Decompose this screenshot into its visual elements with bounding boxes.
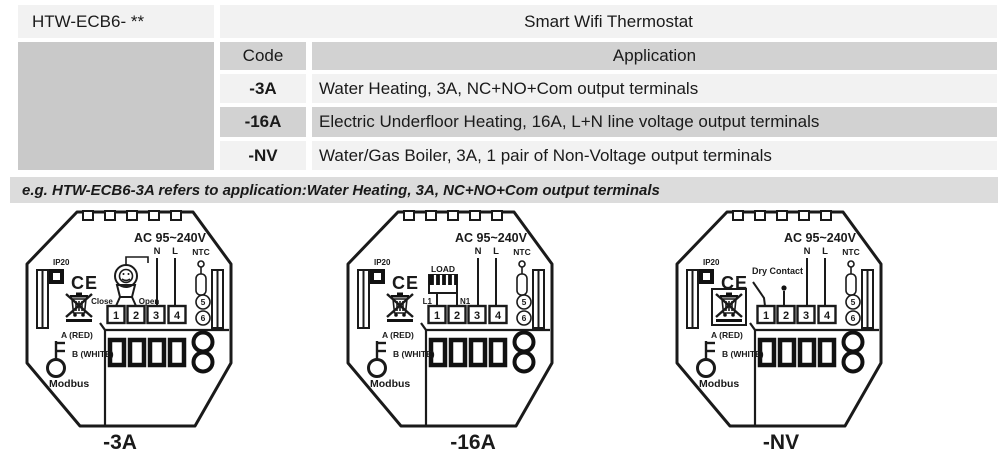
svg-text:IP20: IP20 bbox=[53, 258, 70, 267]
svg-text:1: 1 bbox=[434, 310, 440, 322]
dry-contact-switch-icon: Dry Contact bbox=[752, 266, 803, 307]
ntc-sensor-icon: NTC 5 6 bbox=[192, 247, 211, 326]
svg-text:6: 6 bbox=[201, 313, 206, 323]
svg-text:B (WHITE): B (WHITE) bbox=[722, 349, 764, 359]
load-label: LOAD bbox=[431, 264, 455, 274]
weee-icon bbox=[65, 292, 93, 322]
ce-mark: CE bbox=[392, 273, 419, 293]
terminal-block: 1 2 3 4 bbox=[106, 304, 187, 325]
ip20-mark: IP20 bbox=[370, 258, 391, 284]
svg-text:5: 5 bbox=[522, 297, 527, 307]
ip20-mark: IP20 bbox=[49, 258, 70, 284]
top-notches bbox=[732, 210, 832, 221]
svg-text:3: 3 bbox=[153, 310, 159, 322]
n1-label: N1 bbox=[460, 297, 471, 306]
spec-table: HTW-ECB6- ** Smart Wifi Thermostat Code … bbox=[18, 5, 997, 170]
svg-text:1: 1 bbox=[113, 310, 119, 322]
open-label: Open bbox=[139, 297, 160, 306]
svg-text:Modbus: Modbus bbox=[49, 378, 89, 390]
svg-text:2: 2 bbox=[454, 310, 460, 322]
load-icon: LOAD L1 N1 bbox=[423, 264, 471, 306]
wiring-diagram-16a: AC 95~240V N L 1 2 3 4 NTC 5 6 IP2 bbox=[346, 210, 554, 428]
code-3a: -3A bbox=[220, 74, 306, 103]
terminal-cover-plate bbox=[99, 322, 229, 425]
svg-text:IP20: IP20 bbox=[703, 258, 720, 267]
weee-icon-boxed bbox=[711, 288, 747, 326]
svg-text:NTC: NTC bbox=[513, 247, 530, 257]
neutral-label: N bbox=[154, 246, 161, 257]
weee-icon bbox=[386, 292, 414, 322]
svg-text:NTC: NTC bbox=[842, 247, 859, 257]
wiring-diagram-3a: AC 95~240V N L 1 2 3 4 NTC 5 6 IP2 bbox=[25, 210, 233, 428]
l1-label: L1 bbox=[423, 297, 433, 306]
svg-text:4: 4 bbox=[495, 310, 502, 322]
left-span-cell bbox=[18, 42, 214, 170]
mounting-slots bbox=[357, 269, 545, 329]
svg-text:NTC: NTC bbox=[192, 247, 209, 257]
motorized-valve-icon: Close Open bbox=[91, 256, 160, 307]
application-nv: Water/Gas Boiler, 3A, 1 pair of Non-Volt… bbox=[312, 141, 997, 170]
modbus-connector-icon: A (RED) B (WHITE) Modbus bbox=[46, 330, 114, 390]
line-label: L bbox=[822, 246, 828, 257]
caption-16a: -16A bbox=[450, 431, 496, 454]
svg-text:3: 3 bbox=[474, 310, 480, 322]
top-notches bbox=[403, 210, 503, 221]
mounting-slots bbox=[36, 269, 224, 329]
application-16a: Electric Underfloor Heating, 16A, L+N li… bbox=[312, 107, 997, 137]
line-label: L bbox=[172, 246, 178, 257]
product-title-cell: Smart Wifi Thermostat bbox=[220, 5, 997, 38]
svg-text:Modbus: Modbus bbox=[699, 378, 739, 390]
neutral-label: N bbox=[804, 246, 811, 257]
code-header: Code bbox=[220, 42, 306, 70]
svg-text:5: 5 bbox=[851, 297, 856, 307]
terminal-block: 1 2 3 4 bbox=[756, 304, 837, 325]
svg-text:6: 6 bbox=[851, 313, 856, 323]
svg-text:B (WHITE): B (WHITE) bbox=[72, 349, 114, 359]
ntc-sensor-icon: NTC 5 6 bbox=[842, 247, 861, 326]
svg-text:IP20: IP20 bbox=[374, 258, 391, 267]
svg-text:A (RED): A (RED) bbox=[711, 330, 743, 340]
terminal-block: 1 2 3 4 bbox=[427, 304, 508, 325]
modbus-connector-icon: A (RED) B (WHITE) Modbus bbox=[696, 330, 764, 390]
wiring-diagram-nv: AC 95~240V N L 1 2 3 4 NTC 5 6 IP2 bbox=[675, 210, 883, 428]
code-nv: -NV bbox=[220, 141, 306, 170]
model-cell: HTW-ECB6- ** bbox=[18, 5, 214, 38]
ce-mark: CE bbox=[71, 273, 98, 293]
top-notches bbox=[82, 210, 182, 221]
ac-voltage-label: AC 95~240V bbox=[134, 231, 207, 245]
svg-text:A (RED): A (RED) bbox=[61, 330, 93, 340]
caption-nv: -NV bbox=[762, 431, 800, 454]
mounting-slots bbox=[686, 269, 874, 329]
svg-text:1: 1 bbox=[763, 310, 769, 322]
terminal-cover-plate bbox=[749, 322, 879, 425]
example-note: e.g. HTW-ECB6-3A refers to application:W… bbox=[10, 177, 998, 203]
svg-text:B (WHITE): B (WHITE) bbox=[393, 349, 435, 359]
ac-voltage-label: AC 95~240V bbox=[784, 231, 857, 245]
svg-text:3: 3 bbox=[803, 310, 809, 322]
ip20-mark: IP20 bbox=[699, 258, 720, 284]
svg-text:2: 2 bbox=[133, 310, 139, 322]
svg-text:4: 4 bbox=[824, 310, 831, 322]
svg-text:5: 5 bbox=[201, 297, 206, 307]
svg-text:2: 2 bbox=[783, 310, 789, 322]
caption-3a: -3A bbox=[103, 431, 137, 454]
application-header: Application bbox=[312, 42, 997, 70]
ntc-sensor-icon: NTC 5 6 bbox=[513, 247, 532, 326]
terminal-cover-plate bbox=[420, 322, 550, 425]
line-label: L bbox=[493, 246, 499, 257]
code-16a: -16A bbox=[220, 107, 306, 137]
dry-contact-label: Dry Contact bbox=[752, 266, 803, 276]
ac-voltage-label: AC 95~240V bbox=[455, 231, 528, 245]
svg-text:6: 6 bbox=[522, 313, 527, 323]
application-3a: Water Heating, 3A, NC+NO+Com output term… bbox=[312, 74, 997, 103]
svg-text:4: 4 bbox=[174, 310, 181, 322]
svg-text:Modbus: Modbus bbox=[370, 378, 410, 390]
modbus-connector-icon: A (RED) B (WHITE) Modbus bbox=[367, 330, 435, 390]
svg-text:A (RED): A (RED) bbox=[382, 330, 414, 340]
close-label: Close bbox=[91, 297, 113, 306]
neutral-label: N bbox=[475, 246, 482, 257]
